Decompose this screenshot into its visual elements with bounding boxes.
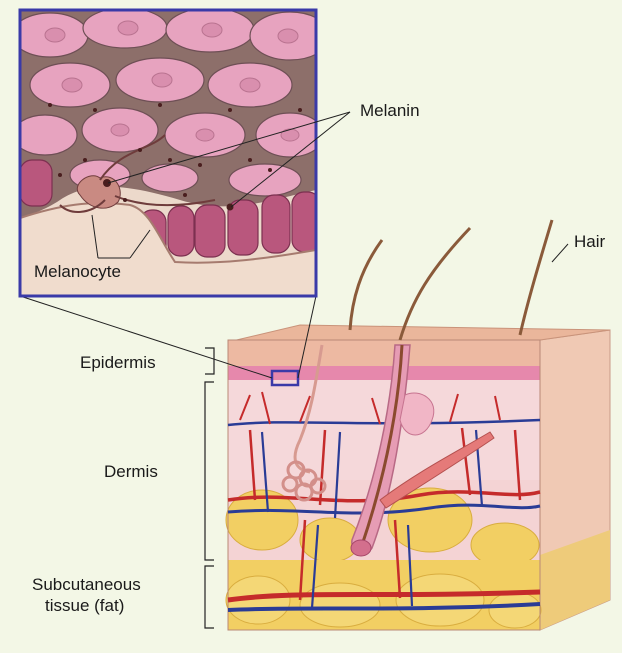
- epidermis-label: Epidermis: [80, 353, 156, 372]
- magnified-skin-cells-icon: [12, 8, 330, 296]
- subcutaneous-label-line2: tissue (fat): [45, 596, 124, 615]
- dermis-label: Dermis: [104, 462, 158, 481]
- melanocyte-label: Melanocyte: [34, 262, 121, 281]
- melanin-label: Melanin: [360, 101, 420, 120]
- subcutaneous-label-line1: Subcutaneous: [32, 575, 141, 594]
- hair-label: Hair: [574, 232, 606, 251]
